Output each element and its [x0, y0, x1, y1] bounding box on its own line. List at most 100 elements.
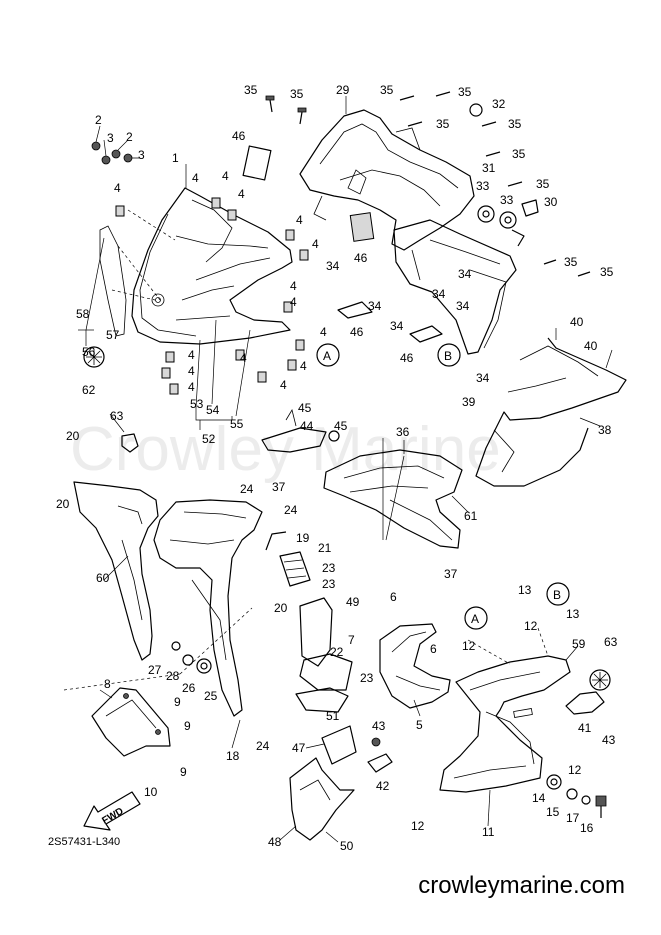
label-9: 9 — [184, 719, 191, 733]
svg-text:A: A — [323, 349, 331, 363]
svg-text:B: B — [444, 349, 452, 363]
label-55: 55 — [230, 417, 244, 431]
label-37: 37 — [444, 567, 458, 581]
label-35: 35 — [508, 117, 522, 131]
side-bracket-panel — [393, 219, 517, 355]
mount-hardware-14-17 — [546, 774, 607, 818]
label-56: 56 — [82, 345, 96, 359]
label-59: 59 — [572, 637, 586, 651]
label-57: 57 — [106, 328, 120, 342]
label-46: 46 — [400, 351, 414, 365]
label-38: 38 — [598, 423, 612, 437]
fwd-arrow-icon: FWD — [83, 791, 141, 831]
label-2: 2 — [95, 113, 102, 127]
label-4: 4 — [188, 364, 195, 378]
label-4: 4 — [188, 380, 195, 394]
label-19: 19 — [296, 531, 310, 545]
label-4: 4 — [290, 295, 297, 309]
label-12: 12 — [462, 639, 476, 653]
label-12: 12 — [411, 819, 425, 833]
label-4: 4 — [290, 279, 297, 293]
label-58: 58 — [76, 307, 90, 321]
label-7: 7 — [348, 633, 355, 647]
part-number-labels: 1 2 2 3 3 4 4 4 4 4 4 4 4 4 4 4 4 4 4 4 … — [56, 83, 618, 853]
label-34: 34 — [458, 267, 472, 281]
side-panel-5 — [379, 623, 451, 709]
label-51: 51 — [326, 709, 340, 723]
label-63: 63 — [604, 635, 618, 649]
label-4: 4 — [312, 237, 319, 251]
label-50: 50 — [340, 839, 354, 853]
label-35: 35 — [600, 265, 614, 279]
label-35: 35 — [290, 87, 304, 101]
label-29: 29 — [336, 83, 350, 97]
label-54: 54 — [206, 403, 220, 417]
label-39: 39 — [462, 395, 476, 409]
label-4: 4 — [320, 325, 327, 339]
clip-fasteners — [115, 197, 309, 395]
label-32: 32 — [492, 97, 506, 111]
label-33: 33 — [476, 179, 490, 193]
label-63: 63 — [110, 409, 124, 423]
label-34: 34 — [390, 319, 404, 333]
label-34: 34 — [432, 287, 446, 301]
label-61: 61 — [464, 509, 478, 523]
svg-text:B: B — [553, 588, 561, 602]
label-35: 35 — [564, 255, 578, 269]
callout-a-bottom: A — [464, 606, 488, 630]
label-4: 4 — [222, 169, 229, 183]
label-43: 43 — [602, 733, 616, 747]
label-1: 1 — [172, 151, 179, 165]
label-46: 46 — [350, 325, 364, 339]
front-cowl-assembly — [99, 164, 293, 345]
label-8: 8 — [104, 677, 111, 691]
label-9: 9 — [174, 695, 181, 709]
hardware-25-28 — [171, 641, 212, 674]
label-35: 35 — [536, 177, 550, 191]
label-26: 26 — [182, 681, 196, 695]
label-42: 42 — [376, 779, 390, 793]
label-46: 46 — [232, 129, 246, 143]
label-3: 3 — [107, 131, 114, 145]
label-41: 41 — [578, 721, 592, 735]
label-34: 34 — [326, 259, 340, 273]
label-15: 15 — [546, 805, 560, 819]
grommets-30-33 — [469, 103, 539, 247]
label-34: 34 — [368, 299, 382, 313]
label-24: 24 — [256, 739, 270, 753]
watermark: Crowley Marine — [70, 415, 501, 484]
label-22: 22 — [330, 645, 344, 659]
label-20: 20 — [56, 497, 70, 511]
label-13: 13 — [566, 607, 580, 621]
label-4: 4 — [240, 351, 247, 365]
callout-b-top: B — [437, 343, 461, 367]
label-2: 2 — [126, 130, 133, 144]
label-62: 62 — [82, 383, 96, 397]
label-40: 40 — [584, 339, 598, 353]
label-52: 52 — [202, 432, 216, 446]
lower-panel-60 — [73, 433, 159, 661]
label-23: 23 — [360, 671, 374, 685]
inner-bracket-assembly — [153, 499, 311, 717]
label-24: 24 — [240, 482, 254, 496]
label-46: 46 — [354, 251, 368, 265]
label-13: 13 — [518, 583, 532, 597]
label-25: 25 — [204, 689, 218, 703]
bracket-8 — [63, 607, 253, 757]
label-27: 27 — [148, 663, 162, 677]
lower-center-parts — [289, 597, 357, 841]
label-21: 21 — [318, 541, 332, 555]
label-4: 4 — [188, 348, 195, 362]
sticker-46c — [409, 325, 443, 343]
label-40: 40 — [570, 315, 584, 329]
label-20: 20 — [274, 601, 288, 615]
label-17: 17 — [566, 811, 580, 825]
lower-cowl-11 — [439, 627, 571, 793]
bracket-41 — [565, 691, 605, 715]
label-4: 4 — [192, 171, 199, 185]
label-11: 11 — [482, 825, 495, 839]
label-23: 23 — [322, 577, 336, 591]
label-18: 18 — [226, 749, 240, 763]
label-4: 4 — [296, 213, 303, 227]
